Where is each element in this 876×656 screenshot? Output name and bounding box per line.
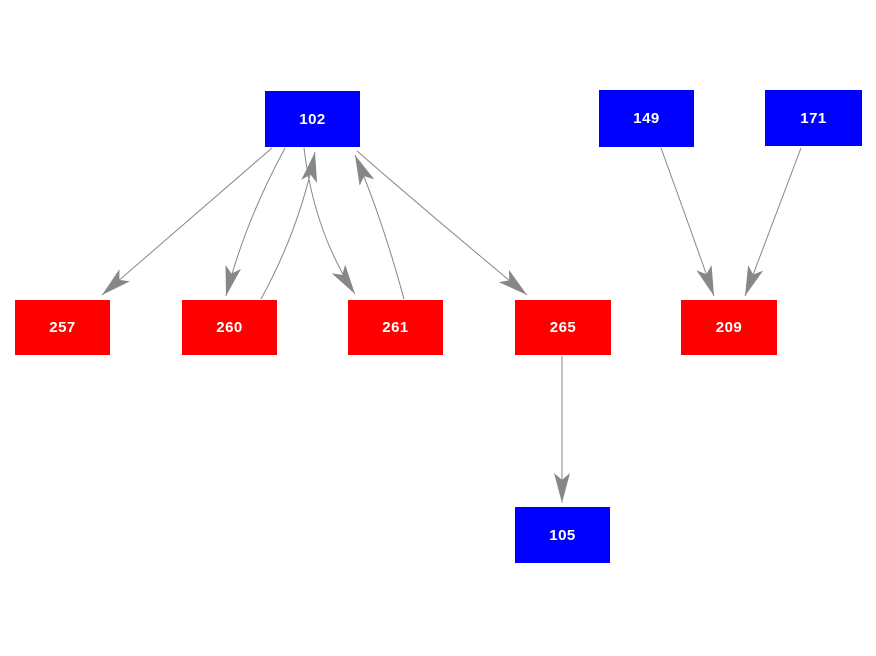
edge-102-to-261 <box>303 147 356 295</box>
node-149[interactable]: 149 <box>599 90 694 147</box>
node-102[interactable]: 102 <box>265 91 360 147</box>
edge-102-to-257 <box>101 147 273 296</box>
edge-171-to-209 <box>744 147 802 297</box>
node-257[interactable]: 257 <box>15 300 110 355</box>
node-label: 105 <box>549 526 576 544</box>
node-label: 260 <box>216 319 243 336</box>
node-label: 102 <box>299 110 326 128</box>
node-265[interactable]: 265 <box>515 300 611 355</box>
edge-261-to-102 <box>354 154 405 300</box>
edge-260-to-102 <box>260 151 318 300</box>
edge-149-to-209 <box>660 147 715 297</box>
node-label: 265 <box>549 319 577 336</box>
node-209[interactable]: 209 <box>681 300 777 355</box>
node-label: 261 <box>382 319 409 336</box>
node-105[interactable]: 105 <box>515 507 610 563</box>
node-label: 171 <box>800 109 827 127</box>
node-261[interactable]: 261 <box>348 300 443 355</box>
node-260[interactable]: 260 <box>182 300 277 355</box>
edge-102-to-265 <box>356 150 528 296</box>
edge-102-to-260 <box>225 147 286 297</box>
node-label: 209 <box>715 319 743 336</box>
node-label: 149 <box>633 110 660 127</box>
node-label: 257 <box>49 319 76 336</box>
node-171[interactable]: 171 <box>765 90 862 146</box>
